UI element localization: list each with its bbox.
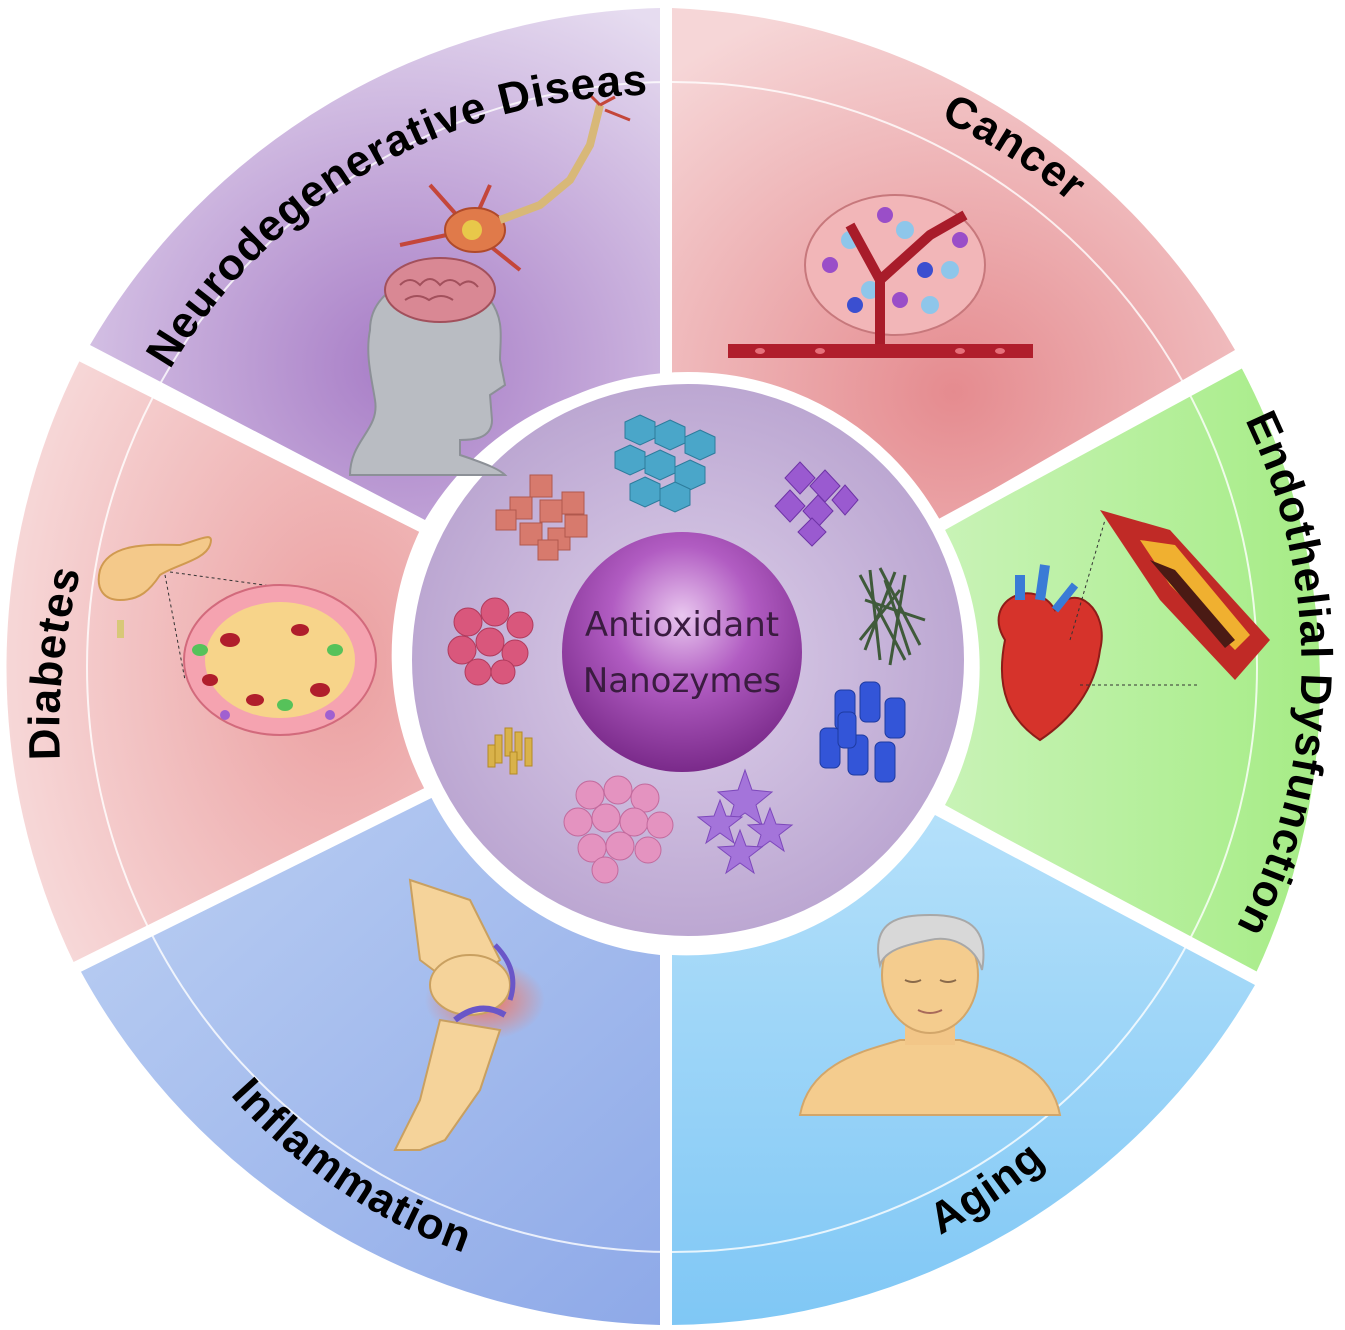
elderly-woman-icon: [798, 913, 1062, 1116]
cube-cluster-icon: [495, 474, 588, 561]
cylinder-cluster-icon: [819, 681, 906, 783]
sphere-cluster-pink-icon: [563, 775, 674, 884]
sphere-cluster-red-icon: [447, 597, 534, 686]
nanowire-bundle-icon: [858, 567, 926, 666]
nanorod-cluster-icon: [487, 727, 533, 775]
segment-endothelial: [945, 365, 1320, 975]
hexagon-cluster-icon: [614, 414, 716, 513]
star-cluster-icon: [696, 768, 794, 875]
center-sphere: [562, 532, 802, 772]
segment-dividers: [72, 0, 1263, 1330]
octahedron-cluster-icon: [774, 461, 859, 547]
segment-inflammation: [80, 795, 660, 1325]
brain-head-neuron-icon: [348, 93, 631, 476]
center-line-1: Antioxidant: [585, 605, 779, 645]
knee-joint-icon: [393, 878, 545, 1151]
pancreas-islet-icon: [97, 536, 377, 736]
heart-artery-icon: [997, 510, 1270, 742]
tumor-vessel-icon: [728, 194, 1033, 358]
segment-neurodegenerative: [90, 8, 660, 520]
center-line-2: Nanozymes: [583, 661, 781, 701]
